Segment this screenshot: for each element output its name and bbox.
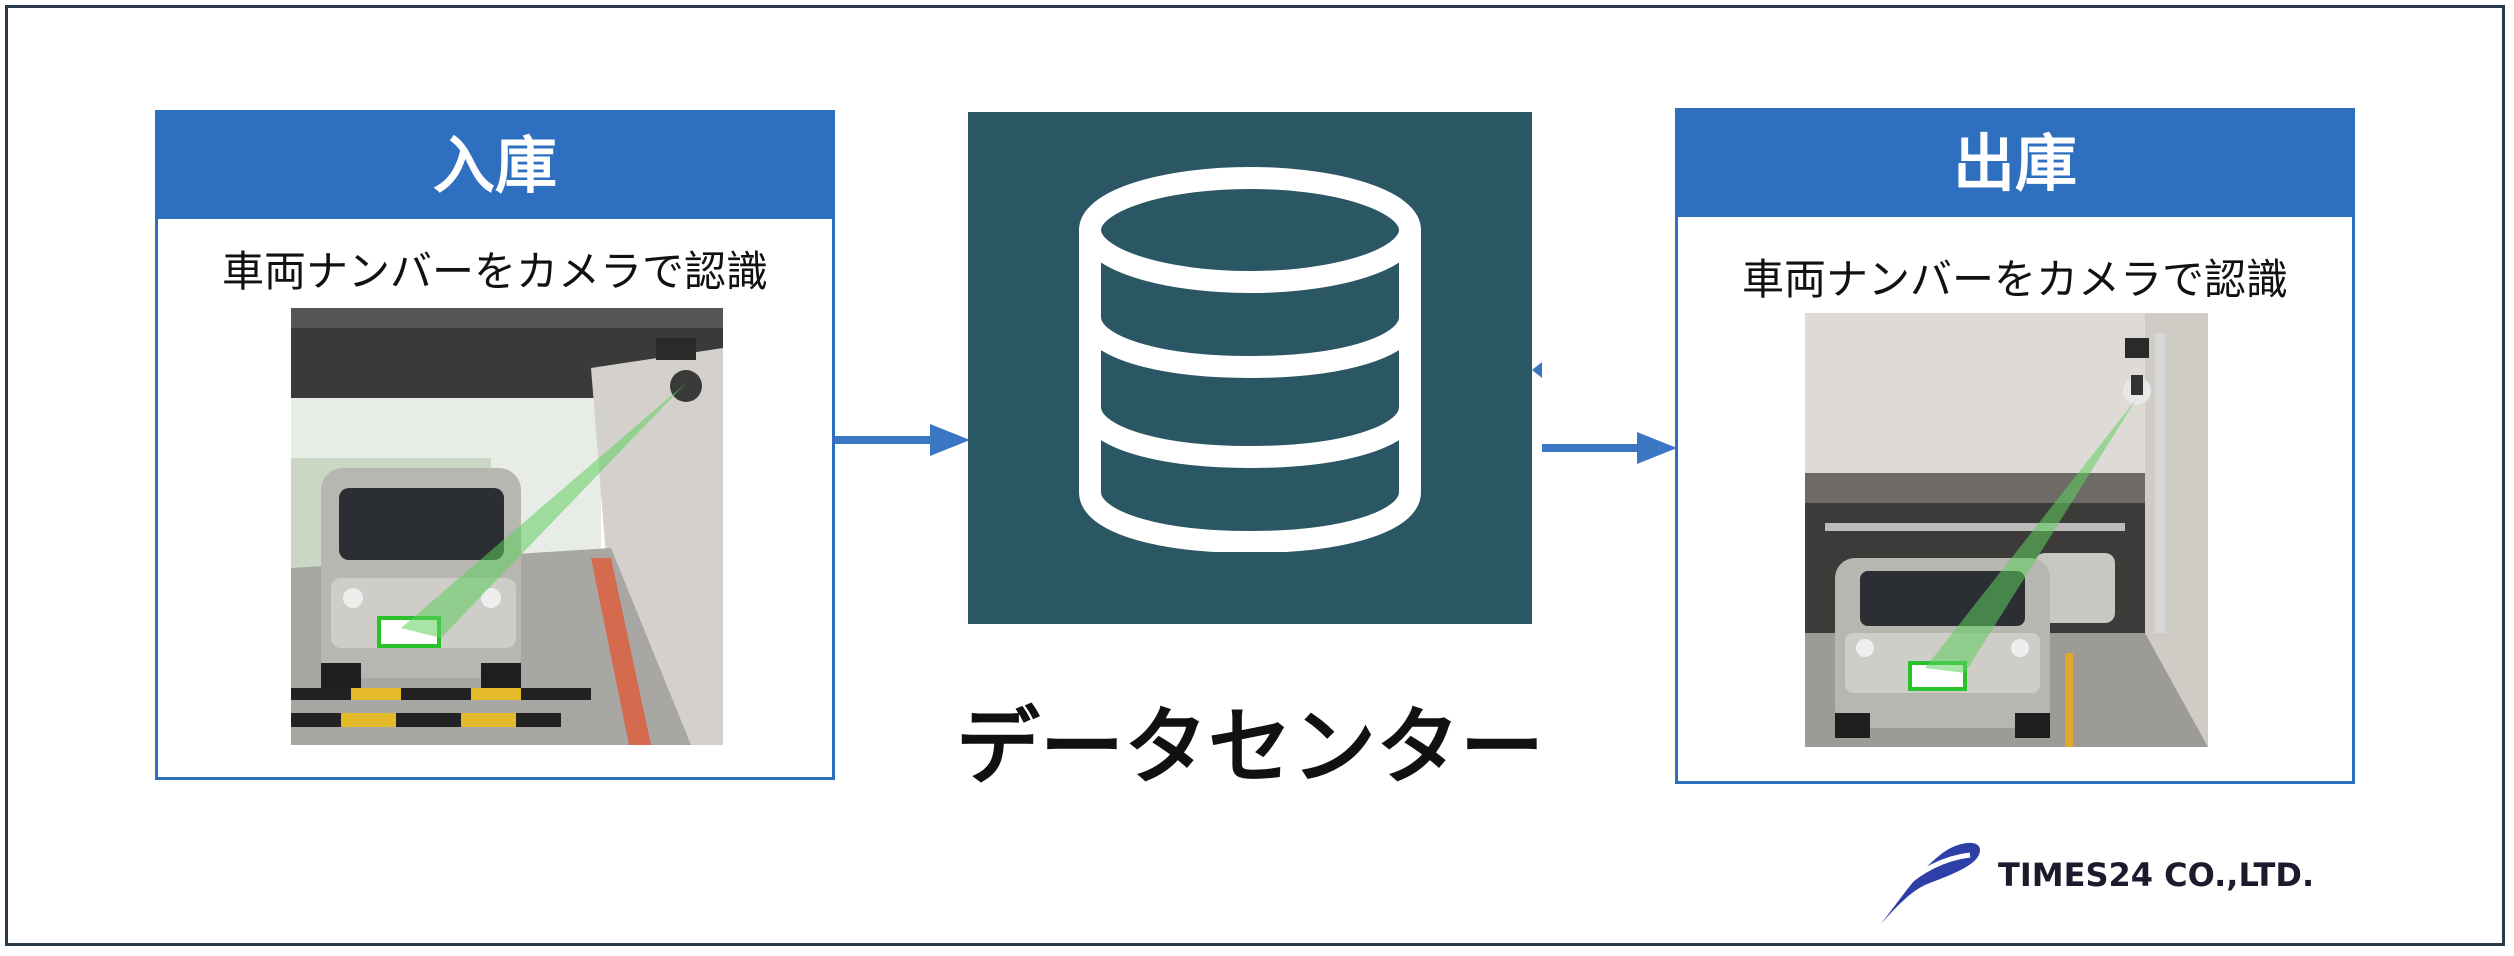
small-marker	[1532, 362, 1542, 378]
entry-caption: 車両ナンバーをカメラで認識	[221, 247, 768, 296]
exit-caption: 車両ナンバーをカメラで認識	[1741, 255, 2288, 304]
exit-title: 出庫	[1678, 111, 2352, 217]
arrow-datacenter-to-exit	[1542, 432, 1677, 464]
company-logo: TIMES24 CO.,LTD.	[1870, 830, 2390, 930]
exit-camera-photo	[1805, 313, 2208, 747]
entry-panel: 入庫 車両ナンバーをカメラで認識	[155, 110, 835, 780]
company-name: TIMES24 CO.,LTD.	[1998, 856, 2315, 894]
exit-panel: 出庫 車両ナンバーをカメラで認識	[1675, 108, 2355, 784]
entry-title: 入庫	[158, 113, 832, 219]
arrow-entry-to-datacenter	[835, 424, 970, 456]
data-center-box	[968, 112, 1532, 624]
entry-camera-photo	[291, 308, 723, 745]
database-icon	[1079, 167, 1421, 552]
times24-logo-icon	[1880, 842, 1980, 925]
data-center-label: データセンター	[955, 698, 1544, 796]
